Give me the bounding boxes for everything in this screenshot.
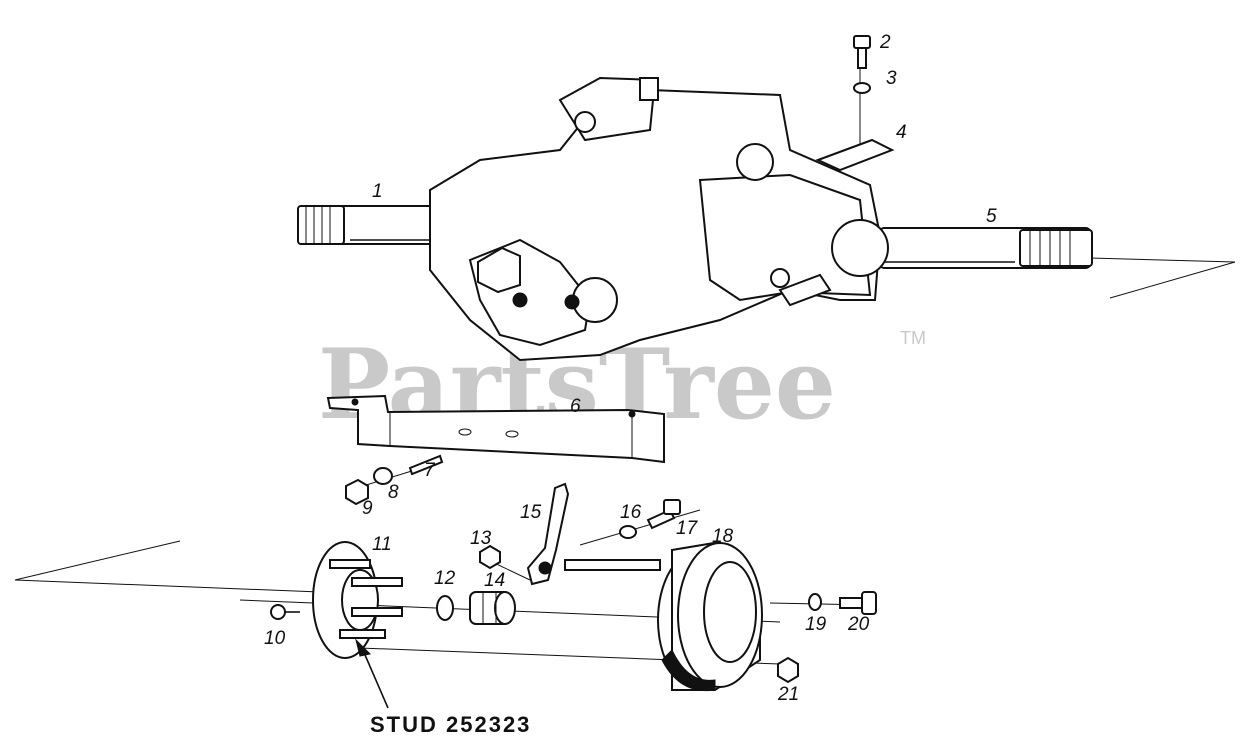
callout-10[interactable]: 10 bbox=[264, 628, 286, 649]
washer-16[interactable] bbox=[619, 525, 637, 539]
mounting-bracket-6[interactable] bbox=[326, 394, 665, 464]
callout-6[interactable]: 6 bbox=[570, 396, 581, 417]
callout-5[interactable]: 5 bbox=[986, 206, 997, 227]
washer-12[interactable] bbox=[436, 595, 454, 621]
stud-arrow bbox=[355, 638, 389, 709]
callout-17[interactable]: 17 bbox=[676, 518, 699, 539]
callout-15[interactable]: 15 bbox=[520, 502, 542, 523]
screw-10[interactable] bbox=[270, 604, 300, 620]
transaxle-housing[interactable] bbox=[429, 76, 889, 362]
nut-13[interactable] bbox=[479, 544, 501, 570]
wheel-hub-11[interactable] bbox=[312, 541, 403, 659]
watermark-trademark: TM bbox=[900, 328, 926, 348]
washer-19[interactable] bbox=[808, 593, 822, 611]
callout-8[interactable]: 8 bbox=[388, 482, 399, 503]
bolt-17[interactable] bbox=[646, 499, 681, 530]
plate-4[interactable] bbox=[815, 138, 895, 172]
callout-14[interactable]: 14 bbox=[484, 570, 505, 591]
brake-drum-18[interactable] bbox=[564, 540, 763, 692]
callout-20[interactable]: 20 bbox=[847, 614, 870, 635]
washer-8[interactable] bbox=[373, 467, 393, 485]
callout-7[interactable]: 7 bbox=[424, 460, 436, 481]
stud-note: STUD 252323 bbox=[370, 712, 531, 737]
callout-1[interactable]: 1 bbox=[372, 181, 383, 202]
axle-shaft-right[interactable] bbox=[879, 227, 1093, 269]
callout-3[interactable]: 3 bbox=[886, 68, 897, 89]
callout-21[interactable]: 21 bbox=[777, 684, 799, 705]
nut-9[interactable] bbox=[345, 478, 369, 506]
callout-4[interactable]: 4 bbox=[896, 122, 907, 143]
castle-nut-14[interactable] bbox=[469, 591, 516, 625]
washer-3[interactable] bbox=[853, 82, 871, 94]
callout-19[interactable]: 19 bbox=[805, 614, 827, 635]
callout-12[interactable]: 12 bbox=[434, 568, 456, 589]
nut-21[interactable] bbox=[777, 656, 799, 684]
callout-13[interactable]: 13 bbox=[470, 528, 492, 549]
bolt-20[interactable] bbox=[839, 591, 877, 615]
callout-9[interactable]: 9 bbox=[362, 498, 373, 519]
brake-lever-15[interactable] bbox=[526, 482, 570, 586]
callout-11[interactable]: 11 bbox=[372, 534, 392, 555]
axle-shaft-left[interactable] bbox=[297, 205, 439, 245]
bolt-2[interactable] bbox=[853, 35, 871, 69]
callout-16[interactable]: 16 bbox=[620, 502, 642, 523]
stud-7[interactable] bbox=[408, 454, 444, 476]
callout-18[interactable]: 18 bbox=[712, 526, 734, 547]
callout-2[interactable]: 2 bbox=[879, 32, 891, 53]
